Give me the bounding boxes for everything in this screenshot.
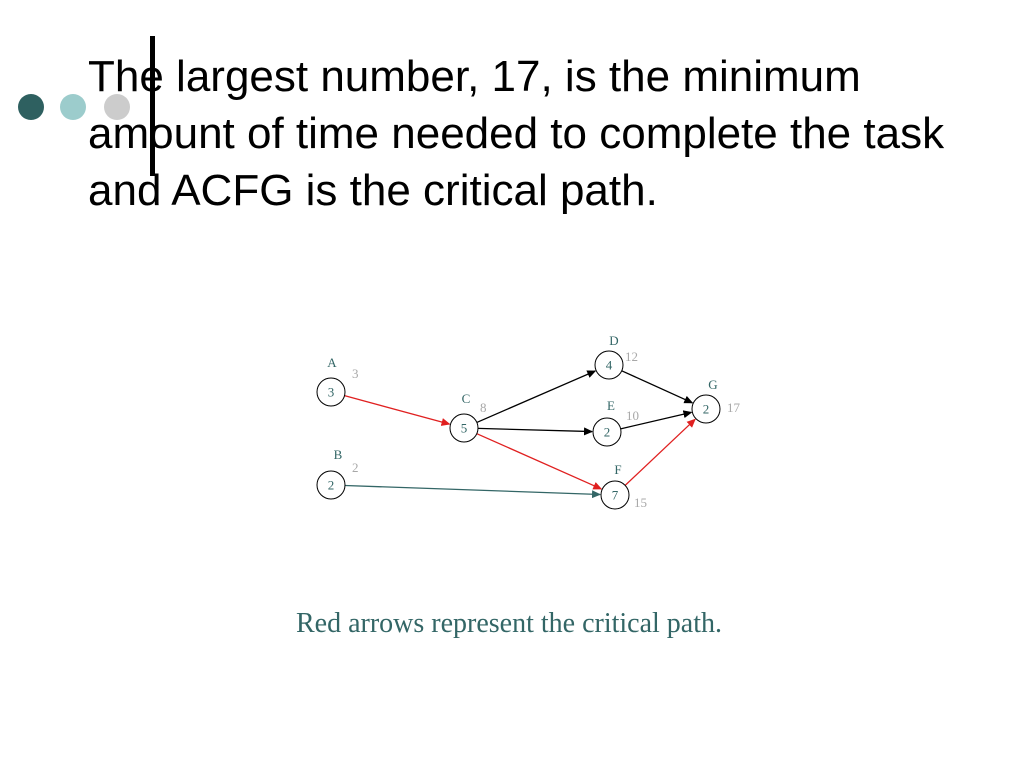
- node-f-duration: 7: [612, 488, 619, 503]
- node-b-cumulative: 2: [352, 460, 359, 475]
- node-e-cumulative: 10: [626, 408, 639, 423]
- slide-title: The largest number, 17, is the minimum a…: [88, 52, 945, 215]
- node-f-cumulative: 15: [634, 495, 647, 510]
- accent-bar: [150, 36, 155, 176]
- edge-c-e: [477, 427, 594, 436]
- node-a-circle: [316, 377, 346, 407]
- node-g-duration: 2: [703, 402, 710, 417]
- node-a-cumulative: 3: [352, 366, 359, 381]
- edge-b-f: [344, 484, 602, 499]
- node-d-duration: 4: [606, 358, 613, 373]
- node-e-circle: [592, 417, 622, 447]
- node-g-label: G: [708, 377, 717, 392]
- edge-d-g: [621, 370, 694, 404]
- edge-layer: [344, 370, 696, 499]
- edge-a-c: [344, 395, 451, 426]
- node-b-circle: [316, 470, 346, 500]
- node-f-circle: [600, 480, 630, 510]
- node-d-label: D: [609, 333, 618, 348]
- node-c-label: C: [462, 391, 471, 406]
- node-d-cumulative: 12: [625, 349, 638, 364]
- edge-f-g: [624, 418, 696, 486]
- bullet-dot-dark: [18, 94, 44, 120]
- bullet-dots: [18, 94, 138, 120]
- edge-c-f: [476, 433, 603, 490]
- node-c-duration: 5: [461, 421, 468, 436]
- node-e-label: E: [607, 398, 615, 413]
- bullet-dot-light: [60, 94, 86, 120]
- node-c-circle: [449, 413, 479, 443]
- node-e-duration: 2: [604, 425, 611, 440]
- node-b-label: B: [334, 447, 343, 462]
- node-d-circle: [594, 350, 624, 380]
- node-f-label: F: [614, 462, 621, 477]
- node-c-cumulative: 8: [480, 400, 487, 415]
- node-g-circle: [691, 394, 721, 424]
- diagram-caption: Red arrows represent the critical path.: [295, 608, 723, 639]
- node-g-cumulative: 17: [727, 400, 741, 415]
- node-a-duration: 3: [328, 385, 335, 400]
- edge-e-g: [620, 410, 693, 430]
- edge-c-d: [476, 370, 597, 424]
- node-b-duration: 2: [328, 478, 335, 493]
- node-a-label: A: [327, 355, 337, 370]
- bullet-dot-gray: [104, 94, 130, 120]
